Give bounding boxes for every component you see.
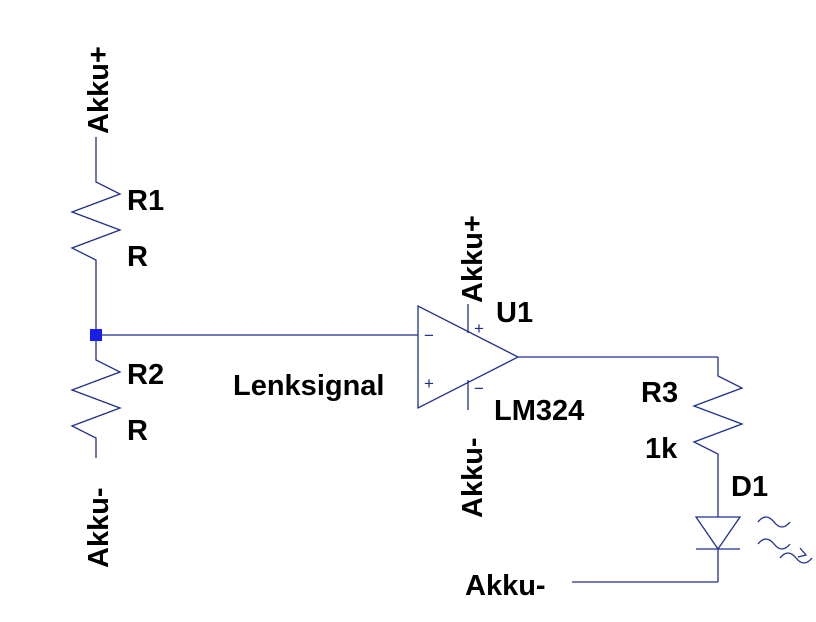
u1-value: LM324 <box>494 395 584 427</box>
led-emission-icon <box>757 516 813 564</box>
led-d1 <box>694 516 742 551</box>
r1-reference: R1 <box>127 185 164 217</box>
net-label-akku-plus-top: Akku+ <box>83 46 115 134</box>
r2-value: R <box>127 415 148 447</box>
u1-reference: U1 <box>496 297 533 329</box>
opamp-pin-vneg: − <box>474 379 484 398</box>
resistor-r2 <box>70 350 122 448</box>
net-label-akku-minus-bottom: Akku- <box>465 570 546 602</box>
opamp-pin-inverting: − <box>424 326 434 345</box>
net-label-akku-minus-opamp: Akku- <box>457 437 489 518</box>
d1-reference: D1 <box>731 471 768 503</box>
net-label-akku-minus-left: Akku- <box>83 487 115 568</box>
opamp-pin-noninverting: + <box>424 374 434 393</box>
resistor-r1 <box>70 170 122 270</box>
r1-value: R <box>127 241 148 273</box>
opamp-pin-vpos: + <box>474 319 484 338</box>
r3-value: 1k <box>645 433 678 465</box>
net-label-lenksignal: Lenksignal <box>233 370 385 402</box>
net-label-akku-plus-opamp: Akku+ <box>457 215 489 303</box>
r2-reference: R2 <box>127 359 164 391</box>
resistor-r3 <box>692 368 744 462</box>
r3-reference: R3 <box>641 377 678 409</box>
